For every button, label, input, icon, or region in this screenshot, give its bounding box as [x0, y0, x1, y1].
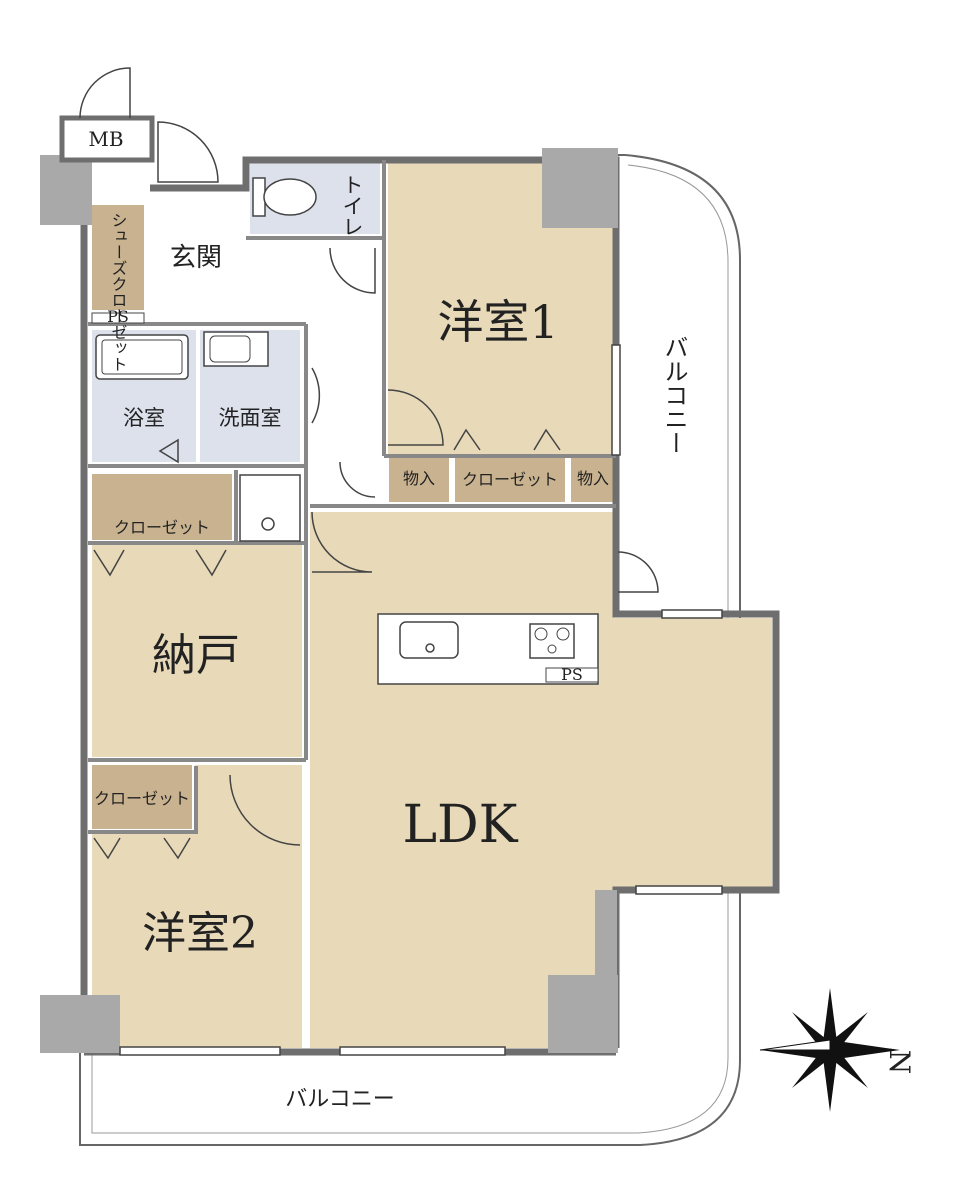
- label-bath: 浴室: [123, 406, 165, 430]
- wash-basin: [203, 331, 269, 367]
- label-closet-left: クローゼット: [114, 518, 210, 537]
- ps-label-kitchen: PS: [561, 665, 583, 684]
- ps-label-entry: PS: [107, 307, 129, 326]
- closet-mid: [455, 458, 565, 502]
- door-swings: [79, 67, 659, 846]
- label-balcony-right: バルコニー: [660, 335, 688, 455]
- closet-w2: [92, 765, 192, 829]
- mb-box: [59, 115, 155, 163]
- balcony-inner-outline: [91, 164, 729, 1134]
- compass-icon: [759, 988, 900, 1112]
- label-youshitsu1: 洋室1: [437, 295, 558, 349]
- kitchen-counter: [377, 613, 599, 685]
- inner-walls: [88, 160, 616, 834]
- mb-label: MB: [88, 127, 123, 151]
- label-shoes-closet: シューズクローゼット: [109, 212, 128, 372]
- pillars: [40, 148, 618, 1053]
- label-nando: 納戸: [152, 630, 240, 681]
- label-youshitsu2: 洋室2: [142, 908, 258, 959]
- closet-left: [92, 474, 232, 540]
- compass-north-label: N: [883, 1050, 916, 1075]
- label-storage-b: 物入: [577, 469, 609, 488]
- room-ldk: [310, 512, 772, 1048]
- label-toilet: トイレ: [340, 174, 364, 237]
- windows: [119, 344, 723, 1056]
- storage-a: [389, 458, 449, 502]
- label-closet-mid: クローゼット: [462, 470, 558, 489]
- ps-box-entry: [91, 312, 145, 324]
- label-ldk: LDK: [402, 795, 518, 855]
- closet-triangles: [93, 428, 561, 860]
- toilet-fixture: [252, 177, 317, 217]
- label-closet-w2: クローゼット: [94, 789, 190, 808]
- room-youshitsu2: [92, 765, 302, 1048]
- washing-machine: [239, 474, 301, 542]
- label-genkan: 玄関: [170, 243, 222, 273]
- shoes-closet: [92, 205, 144, 310]
- storage-b: [571, 458, 615, 502]
- label-balcony-bottom: バルコニー: [285, 1087, 395, 1112]
- bathtub: [95, 334, 189, 380]
- label-storage-a: 物入: [403, 469, 435, 488]
- label-washroom: 洗面室: [219, 406, 282, 430]
- room-nando: [92, 545, 302, 757]
